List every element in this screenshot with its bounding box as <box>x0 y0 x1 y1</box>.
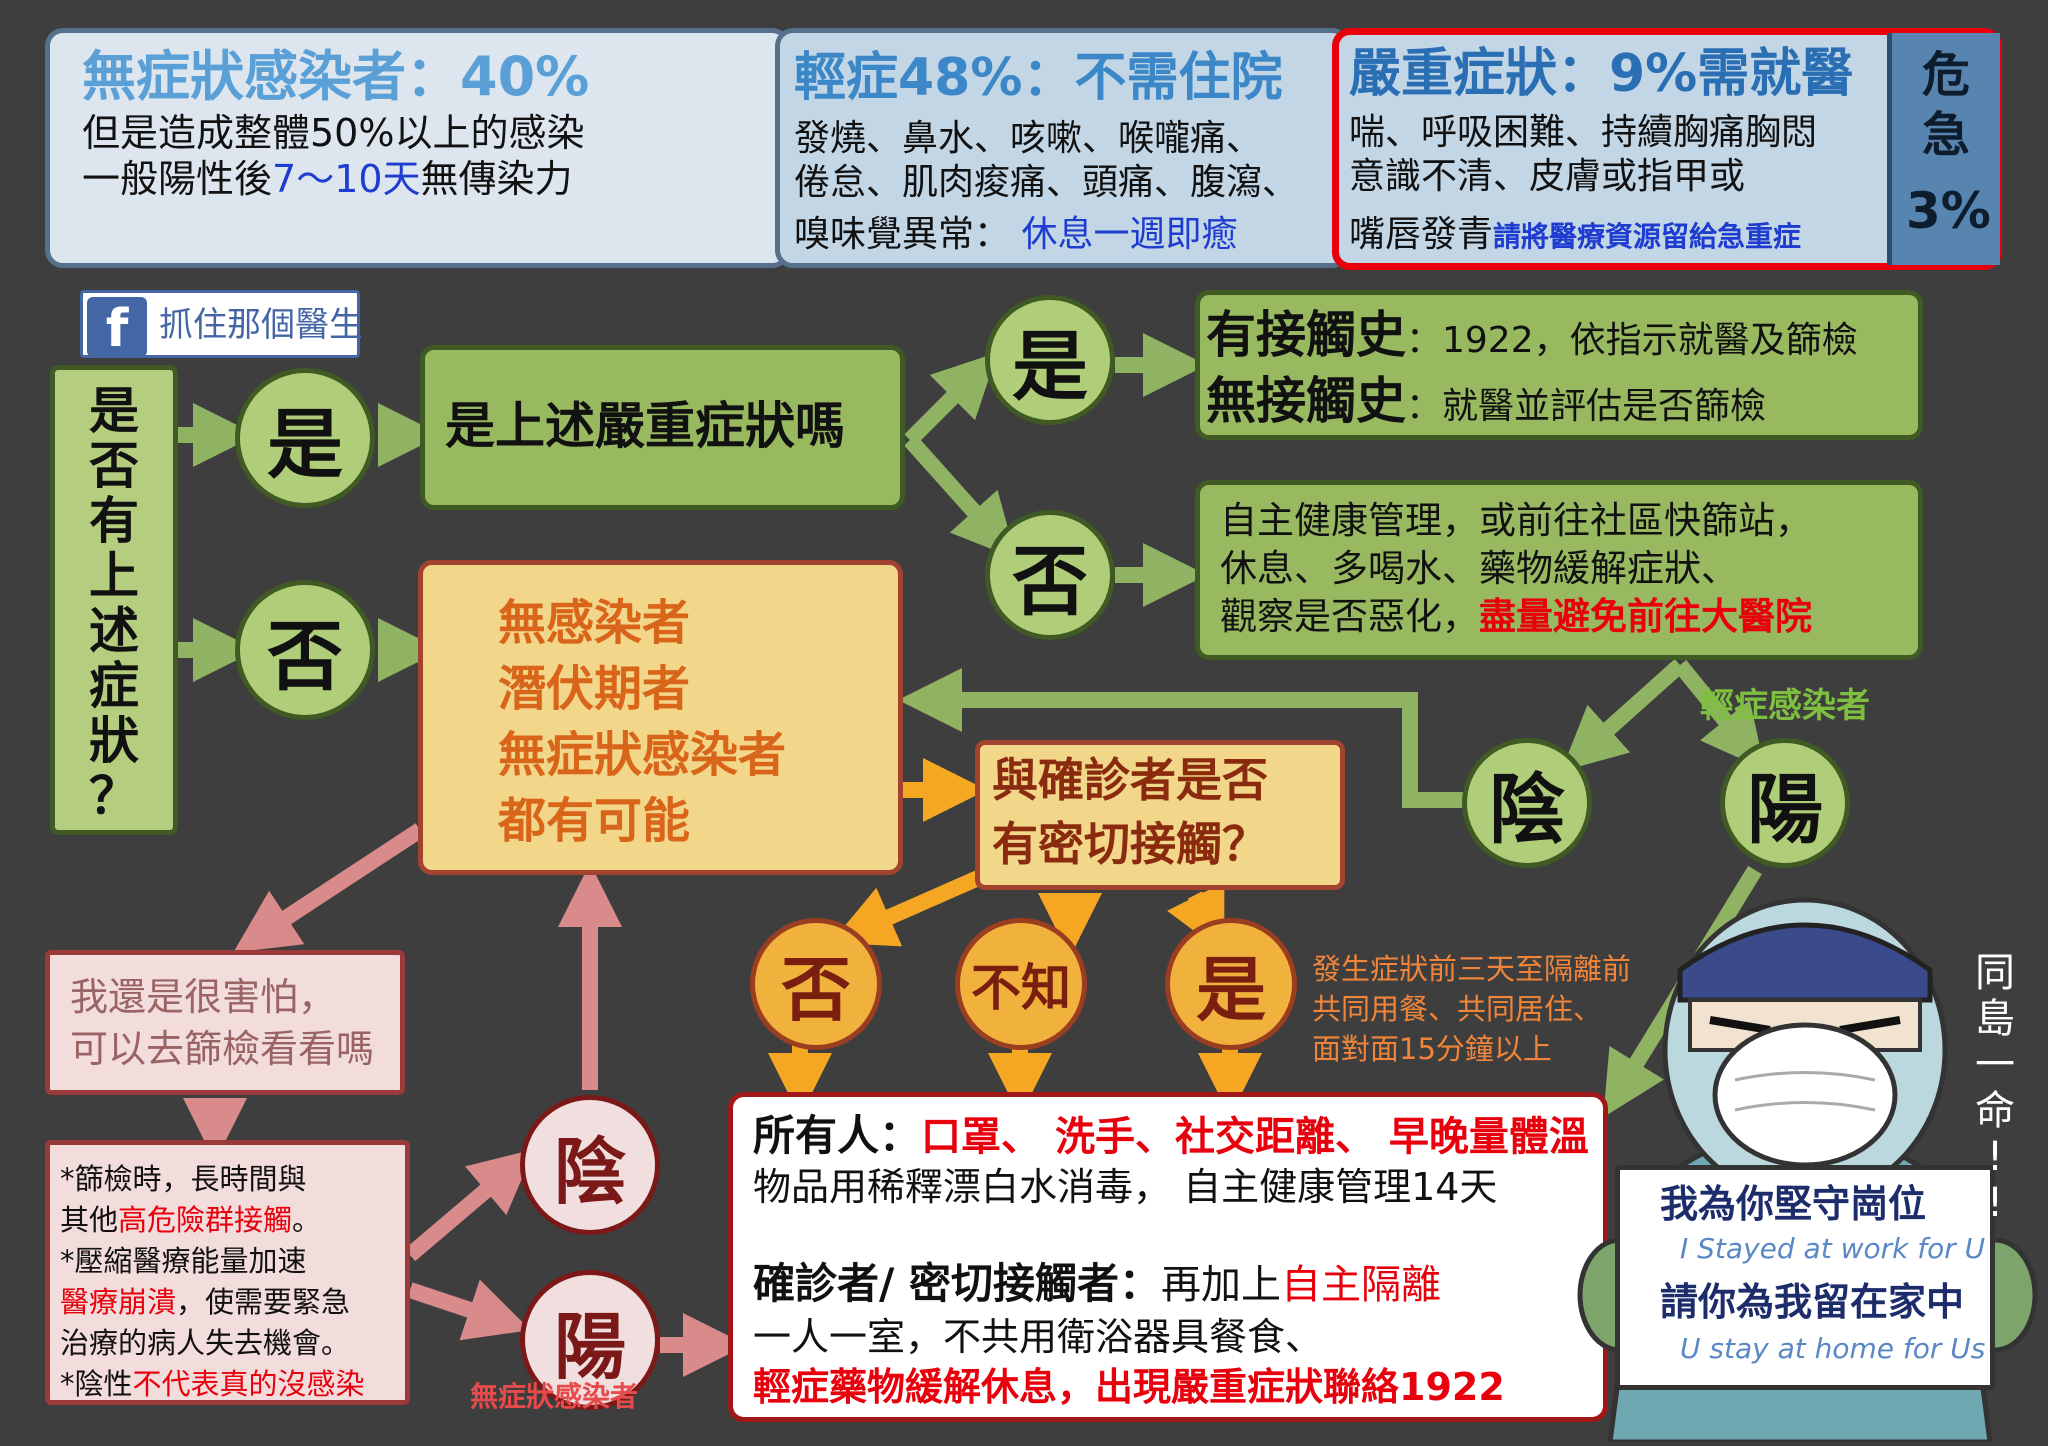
facebook-icon: f <box>87 297 147 359</box>
mild-line3: 嗅味覺異常： 休息一週即癒 <box>794 214 1238 255</box>
scared-l1: 我還是很害怕， <box>70 975 337 1019</box>
possible-4: 都有可能 <box>498 793 691 849</box>
symptom-question-char: 是 <box>89 382 139 440</box>
negative-circle-pink: 陰 <box>520 1095 660 1235</box>
all-l4: 一人一室，不共用衛浴器具餐食、 <box>753 1315 1324 1359</box>
severe-question-box: 是上述嚴重症狀嗎 <box>420 345 905 510</box>
scared-l2: 可以去篩檢看看嗎 <box>70 1027 375 1071</box>
symptom-question-box: 是否有上述症狀？ <box>50 365 178 835</box>
yes-circle-1: 是 <box>235 368 375 508</box>
doctor-sign: 我為你堅守崗位 I Stayed at work for U 請你為我留在家中 … <box>1615 1165 1995 1390</box>
severe-question: 是上述嚴重症狀嗎 <box>445 397 845 455</box>
screening-note-line: *篩檢時，長時間與 <box>60 1162 307 1196</box>
signature-char: 一 <box>1975 1042 2015 1088</box>
mild-line1: 發燒、鼻水、咳嗽、喉嚨痛、 <box>794 118 1263 159</box>
doctor-illustration: 我為你堅守崗位 I Stayed at work for U 請你為我留在家中 … <box>1570 880 2040 1445</box>
screening-note-line: 治療的病人失去機會。 <box>60 1326 351 1360</box>
contact-def-1: 發生症狀前三天至隔離前 <box>1312 952 1632 986</box>
severe-line1: 喘、呼吸困難、持續胸痛胸悶 <box>1349 112 1818 153</box>
asym-infected-label: 無症狀感染者 <box>470 1380 639 1413</box>
severe-panel: 嚴重症狀：9%需就醫 喘、呼吸困難、持續胸痛胸悶 意識不清、皮膚或指甲或 嘴唇發… <box>1332 28 2002 270</box>
unknown-circle: 不知 <box>955 918 1087 1050</box>
all-l1: 所有人：口罩、 洗手、社交距離、 早晚量體溫 <box>753 1111 1589 1160</box>
signature-char: 同 <box>1975 950 2015 996</box>
close-contact-l1: 與確診者是否 <box>992 753 1268 807</box>
screening-notes: *篩檢時，長時間與其他高危險群接觸。 *壓縮醫療能量加速醫療崩潰，使需要緊急治療的… <box>60 1159 365 1405</box>
asymptomatic-title: 無症狀感染者：40% <box>82 45 590 108</box>
asymptomatic-line2: 一般陽性後7～10天無傳染力 <box>82 157 573 201</box>
facebook-label: 抓住那個醫生 <box>159 305 363 345</box>
signature-char: ! <box>1986 1180 2004 1226</box>
contact-no: 無接觸史：就醫並評估是否篩檢 <box>1206 372 1767 430</box>
signature-char: 命 <box>1975 1088 2015 1134</box>
self-management-box: 自主健康管理，或前往社區快篩站， 休息、多喝水、藥物緩解症狀、 觀察是否惡化，盡… <box>1195 480 1923 660</box>
no-circle-orange: 否 <box>750 918 882 1050</box>
contact-yes: 有接觸史：1922，依指示就醫及篩檢 <box>1206 306 1858 364</box>
possible-1: 無感染者 <box>498 595 691 651</box>
yes-circle-2: 是 <box>985 295 1115 425</box>
sign-line3: 請你為我留在家中 <box>1660 1280 1965 1324</box>
critical-panel: 危 急 3% <box>1887 33 2000 265</box>
contact-def-2: 共同用餐、共同居住、 <box>1312 992 1603 1026</box>
self-mgmt-l2: 休息、多喝水、藥物緩解症狀、 <box>1220 547 1738 590</box>
pink-arrows <box>183 823 747 1377</box>
positive-circle-green: 陽 <box>1720 738 1850 868</box>
green-arrows <box>178 333 1766 1118</box>
symptom-question-char: 述 <box>89 602 139 660</box>
possible-status-box: 無感染者 潛伏期者 無症狀感染者 都有可能 <box>418 560 903 875</box>
all-l2: 物品用稀釋漂白水消毒， 自主健康管理14天 <box>753 1165 1498 1209</box>
close-contact-l2: 有密切接觸？ <box>992 817 1268 871</box>
mild-infected-label: 輕症感染者 <box>1700 686 1870 726</box>
critical-l2: 急 <box>1922 107 1971 163</box>
screening-note-line: *陰性不代表真的沒感染 <box>60 1367 365 1401</box>
self-mgmt-l3: 觀察是否惡化，盡量避免前往大醫院 <box>1220 595 1812 638</box>
sign-line1: 我為你堅守崗位 <box>1660 1182 1927 1226</box>
no-circle-1: 否 <box>235 580 375 720</box>
negative-circle-green: 陰 <box>1462 738 1592 868</box>
scared-box: 我還是很害怕， 可以去篩檢看看嗎 <box>45 950 405 1095</box>
symptom-question-char: 狀 <box>89 712 139 770</box>
signature-char: ! <box>1986 1134 2004 1180</box>
no-circle-2: 否 <box>985 510 1115 640</box>
positive-circle-pink: 陽 <box>520 1270 660 1410</box>
screening-note-line: 醫療崩潰，使需要緊急 <box>60 1285 351 1319</box>
asymptomatic-panel: 無症狀感染者：40% 但是造成整體50%以上的感染 一般陽性後7～10天無傳染力 <box>45 28 790 268</box>
yes-circle-orange: 是 <box>1165 918 1297 1050</box>
contact-def-3: 面對面15分鐘以上 <box>1312 1032 1552 1066</box>
mild-panel: 輕症48%：不需住院 發燒、鼻水、咳嗽、喉嚨痛、 倦怠、肌肉痠痛、頭痛、腹瀉、 … <box>775 28 1350 268</box>
critical-l3: 3% <box>1906 182 1991 240</box>
asymptomatic-line1: 但是造成整體50%以上的感染 <box>82 111 585 155</box>
severe-line3: 嘴唇發青請將醫療資源留給急重症 <box>1349 214 1802 255</box>
symptom-question-char: 症 <box>89 657 139 715</box>
screening-note-line: *壓縮醫療能量加速 <box>60 1244 307 1278</box>
self-mgmt-l1: 自主健康管理，或前往社區快篩站， <box>1220 499 1812 542</box>
possible-2: 潛伏期者 <box>498 661 691 717</box>
signature-char: 島 <box>1975 996 2015 1042</box>
contact-history-box: 有接觸史：1922，依指示就醫及篩檢 無接觸史：就醫並評估是否篩檢 <box>1195 290 1923 440</box>
symptom-question-char: 有 <box>89 492 139 550</box>
severe-line2: 意識不清、皮膚或指甲或 <box>1349 156 1746 197</box>
symptom-question: 是否有上述症狀？ <box>55 384 173 824</box>
sign-line2: I Stayed at work for U <box>1680 1232 1986 1265</box>
symptom-question-char: ？ <box>89 767 139 825</box>
all-people-box: 所有人：口罩、 洗手、社交距離、 早晚量體溫 物品用稀釋漂白水消毒， 自主健康管… <box>728 1092 1608 1422</box>
screening-note-line: 其他高危險群接觸。 <box>60 1203 322 1237</box>
possible-3: 無症狀感染者 <box>498 727 787 783</box>
screening-notes-box: *篩檢時，長時間與其他高危險群接觸。 *壓縮醫療能量加速醫療崩潰，使需要緊急治療的… <box>45 1140 410 1405</box>
sign-line4: U stay at home for Us <box>1680 1332 1986 1365</box>
signature: 同島一命!! <box>1965 950 2025 1226</box>
facebook-badge[interactable]: f 抓住那個醫生 <box>80 290 363 359</box>
mild-line2: 倦怠、肌肉痠痛、頭痛、腹瀉、 <box>794 162 1299 203</box>
close-contact-box: 與確診者是否 有密切接觸？ <box>975 740 1345 890</box>
all-l5: 輕症藥物緩解休息，出現嚴重症狀聯絡1922 <box>753 1365 1505 1409</box>
symptom-question-char: 否 <box>89 437 139 495</box>
orange-arrows <box>768 758 1262 1117</box>
mild-title: 輕症48%：不需住院 <box>794 48 1283 108</box>
severe-title: 嚴重症狀：9%需就醫 <box>1349 44 1854 104</box>
symptom-question-char: 上 <box>89 547 139 605</box>
all-l3: 確診者/ 密切接觸者：再加上自主隔離 <box>753 1259 1441 1308</box>
critical-l1: 危 <box>1922 47 1971 103</box>
